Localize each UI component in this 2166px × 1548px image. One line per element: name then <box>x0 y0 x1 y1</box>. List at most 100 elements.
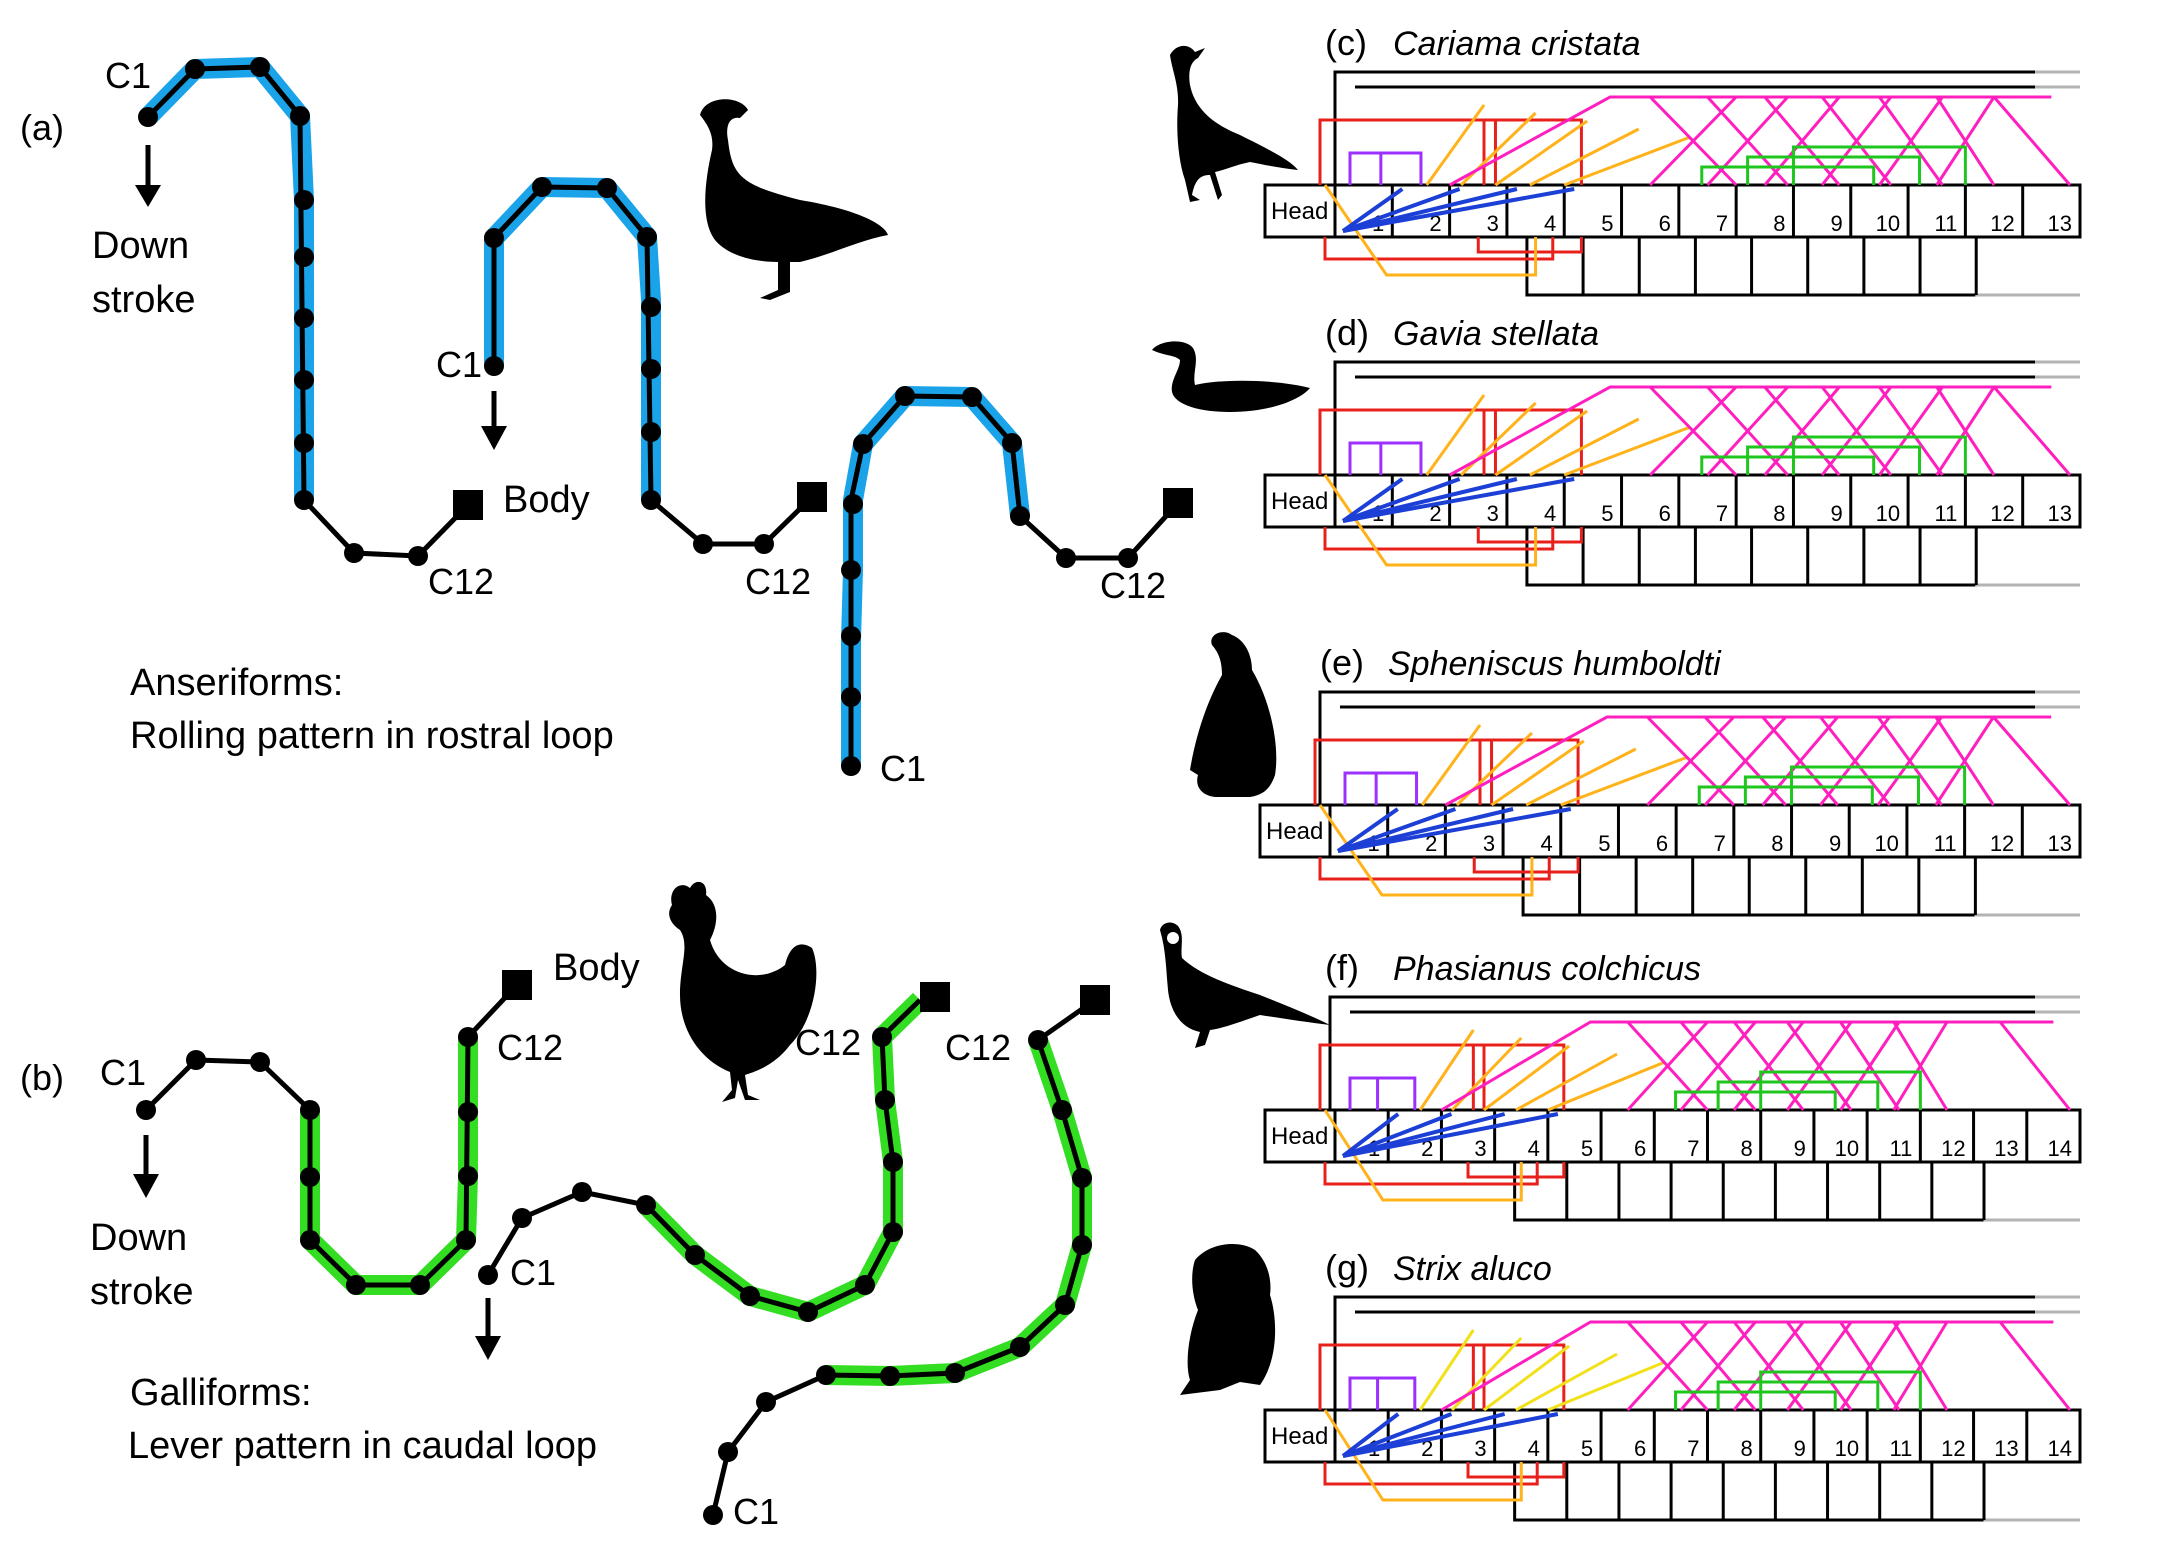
vertebra-number: 13 <box>1994 1136 2018 1161</box>
vertebra-number: 6 <box>1634 1136 1646 1161</box>
blue-fan-line <box>1342 187 1575 233</box>
top-black-line <box>1333 70 2035 185</box>
goose-silhouette <box>700 99 888 301</box>
orange-diagonal <box>1515 1352 1618 1412</box>
species-panels: (c)Cariama cristataHead12345678910111213… <box>1258 22 2082 1522</box>
vertebra-number: 9 <box>1794 1436 1806 1461</box>
down-label-b1: Down <box>90 1217 187 1259</box>
red-lower-2 <box>1476 237 1583 254</box>
species-tag-1: (c) <box>1325 22 1367 63</box>
body-square-3 <box>1163 488 1193 518</box>
top-black-line <box>1333 360 2035 475</box>
green-bracket <box>1674 1390 1837 1410</box>
panel-a: (a) C1 C12 Down stroke Body C1 C12 <box>20 55 1193 789</box>
green-bracket <box>1743 775 1920 805</box>
vertebra-number: 4 <box>1544 501 1556 526</box>
vertebra-row <box>1263 473 2082 529</box>
green-bracket <box>1674 1090 1837 1110</box>
magenta-line <box>1819 716 1891 806</box>
head-label: Head <box>1271 488 1328 515</box>
neck-chain-b3 <box>710 997 1097 1516</box>
orange-diagonal <box>1421 724 1482 806</box>
vertebra-number: 11 <box>1935 211 1958 236</box>
species-tag-5: (g) <box>1325 1247 1369 1288</box>
magenta-line <box>1892 1021 1949 1111</box>
orange-diagonal <box>1425 394 1486 476</box>
panel-b-tag: (b) <box>20 1057 64 1098</box>
vertebra-number: 2 <box>1429 211 1441 236</box>
species-panel-5: (g)Strix alucoHead1234567891011121314 <box>1263 1247 2082 1522</box>
orange-diagonal <box>1563 425 1691 477</box>
vertebra-number: 10 <box>1835 1436 1859 1461</box>
green-bracket <box>1697 785 1874 805</box>
vertebra-number: 8 <box>1773 501 1785 526</box>
orange-diagonal <box>1525 747 1637 807</box>
vertebra-number: 4 <box>1528 1136 1540 1161</box>
red-bracket-2 <box>1482 118 1583 185</box>
vertebra-number: 10 <box>1835 1136 1859 1161</box>
magenta-line <box>1703 715 1787 807</box>
red-lower-2 <box>1466 1462 1566 1479</box>
vertebra-number: 12 <box>1941 1136 1965 1161</box>
orange-diagonal <box>1490 739 1585 807</box>
vertebra-number: 8 <box>1773 211 1785 236</box>
lower-row-baseline <box>1513 1162 1984 1222</box>
red-lower-1 <box>1323 527 1555 551</box>
orange-diagonal <box>1529 127 1640 187</box>
blue-fan-line <box>1342 187 1461 233</box>
lower-row-baseline <box>1525 527 1976 587</box>
species-name-3: Spheniscus humboldti <box>1388 645 1722 683</box>
vertebra-number: 6 <box>1659 211 1671 236</box>
c12-label-b3: C12 <box>945 1027 1011 1068</box>
penguin-silhouette <box>1190 632 1277 797</box>
vertebra-number: 14 <box>2048 1436 2072 1461</box>
vertebra-number: 10 <box>1874 831 1898 856</box>
orange-diagonal <box>1483 1044 1571 1112</box>
magenta-line <box>1934 716 1995 806</box>
vertebra-number: 2 <box>1421 1436 1433 1461</box>
green-bracket <box>1791 145 1967 185</box>
owl-silhouette <box>1180 1244 1276 1395</box>
purple-bracket <box>1348 151 1423 185</box>
blue-fan-line <box>1337 807 1572 853</box>
vertebra-number: 12 <box>1990 211 2014 236</box>
orange-diagonal <box>1494 409 1589 477</box>
green-bracket <box>1700 165 1876 185</box>
top-black-line <box>1333 1295 2035 1410</box>
vertebra-number: 11 <box>1935 501 1958 526</box>
species-name-5: Strix aluco <box>1393 1250 1552 1288</box>
body-label-a: Body <box>503 479 590 521</box>
magenta-line <box>1732 1021 1805 1111</box>
head-label: Head <box>1271 1423 1328 1450</box>
orange-diagonal <box>1560 755 1689 807</box>
green-bracket <box>1759 1070 1922 1110</box>
vertebra-number: 9 <box>1831 211 1843 236</box>
vertebra-number: 5 <box>1601 211 1613 236</box>
green-bracket <box>1700 455 1876 475</box>
blue-fan-line <box>1341 1112 1400 1158</box>
species-tag-3: (e) <box>1320 642 1364 683</box>
magenta-line <box>1820 96 1893 186</box>
magenta-line <box>1679 1321 1757 1411</box>
vertebra-dots-1 <box>138 57 428 566</box>
top-black-line <box>1328 995 2035 1110</box>
orange-diagonal <box>1547 1060 1666 1112</box>
body-label-b: Body <box>553 947 640 989</box>
vertebra-number: 7 <box>1714 831 1726 856</box>
vertebra-number: 4 <box>1528 1436 1540 1461</box>
blue-fan-line <box>1341 477 1404 523</box>
loon-silhouette <box>1152 341 1310 412</box>
orange-diagonal <box>1563 135 1691 187</box>
vertebra-number: 6 <box>1634 1436 1646 1461</box>
orange-diagonal <box>1547 1360 1666 1412</box>
orange-diagonal <box>1494 119 1589 187</box>
vertebra-number: 5 <box>1598 831 1610 856</box>
magenta-line <box>1732 1321 1805 1411</box>
vertebra-number: 6 <box>1659 501 1671 526</box>
vertebra-number: 11 <box>1890 1136 1913 1161</box>
down-arrow-head-a2 <box>481 426 507 450</box>
down-arrow-head-b2 <box>475 1336 501 1360</box>
vertebra-number: 14 <box>2048 1136 2072 1161</box>
red-lower-1 <box>1318 857 1551 881</box>
species-panel-4: (f)Phasianus colchicusHead12345678910111… <box>1263 947 2082 1222</box>
